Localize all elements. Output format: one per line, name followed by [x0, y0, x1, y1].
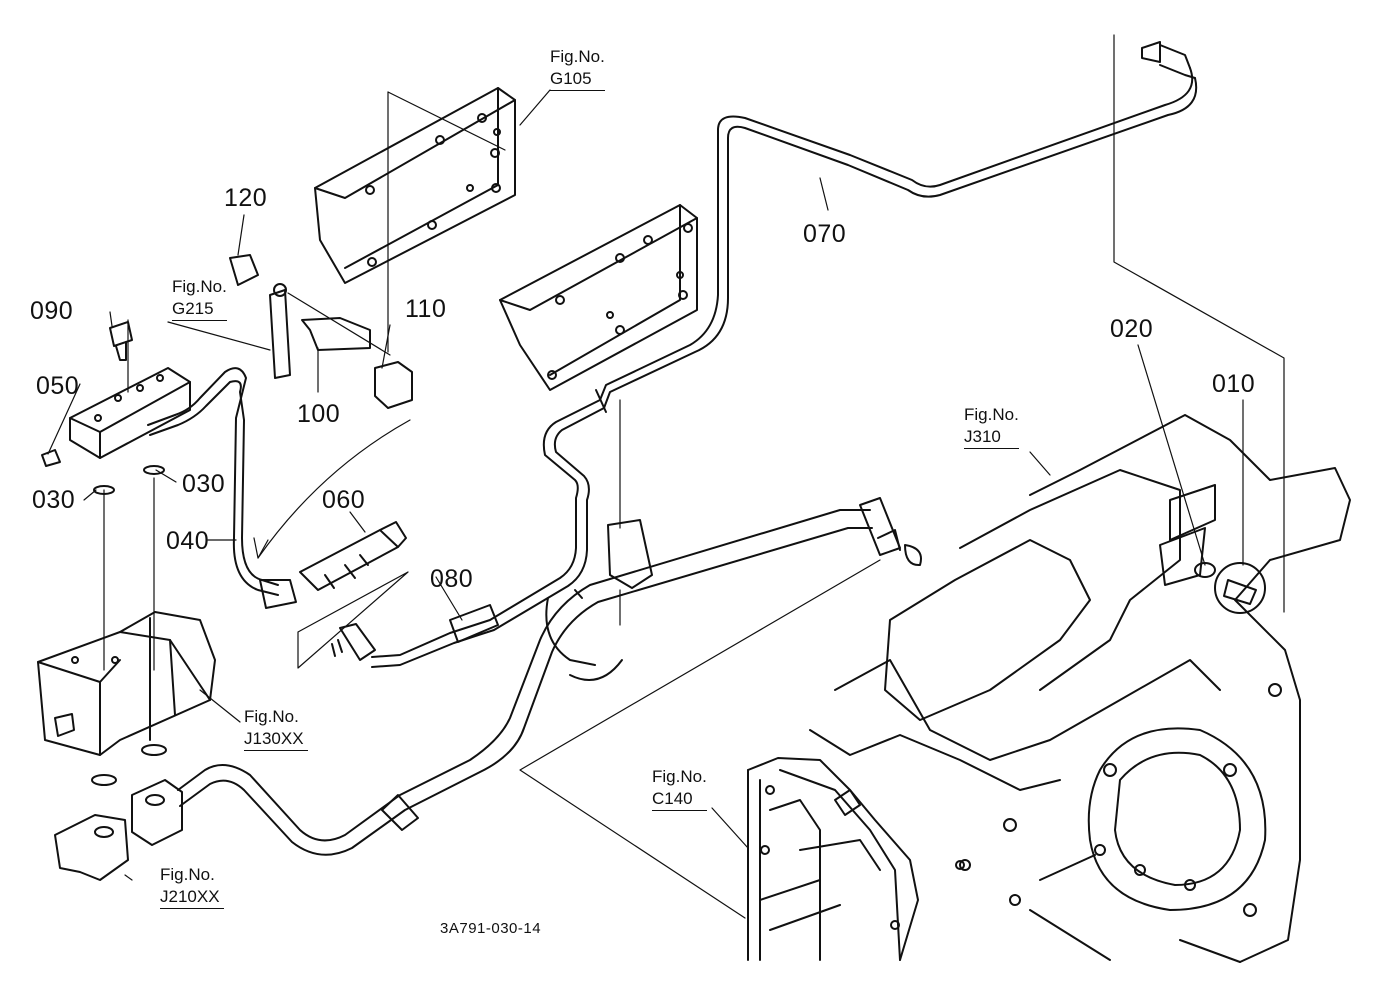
plate-lower — [499, 204, 698, 391]
fitting-j210xx — [54, 779, 183, 881]
fig-ref-j210xx: Fig.No. J210XX — [160, 864, 224, 909]
part-label-090: 090 — [30, 297, 74, 325]
part-label-100: 100 — [297, 400, 341, 428]
block-090 — [41, 321, 191, 495]
fitting-060 — [299, 521, 407, 591]
part-label-070: 070 — [803, 220, 847, 248]
fig-ref-j210xx-code: J210XX — [160, 886, 224, 909]
part-label-110: 110 — [405, 295, 447, 323]
part-label-060: 060 — [322, 486, 366, 514]
hose-080 — [331, 604, 499, 661]
small-bracket — [545, 519, 653, 681]
fig-ref-j130xx-head: Fig.No. — [244, 707, 299, 726]
fig-ref-g215: Fig.No. G215 — [172, 276, 227, 321]
pipe-040 — [147, 367, 297, 609]
fig-ref-j130xx: Fig.No. J130XX — [244, 706, 308, 751]
part-label-030-right: 030 — [182, 470, 226, 498]
fig-ref-j210xx-head: Fig.No. — [160, 865, 215, 884]
part-label-080: 080 — [430, 565, 474, 593]
fig-ref-j310-code: J310 — [964, 426, 1019, 449]
fig-ref-g105-head: Fig.No. — [550, 47, 605, 66]
transmission-housing — [809, 414, 1351, 963]
part-label-040: 040 — [166, 527, 210, 555]
fig-ref-j130xx-code: J130XX — [244, 728, 308, 751]
fig-ref-g215-code: G215 — [172, 298, 227, 321]
return-pipe — [177, 497, 922, 856]
fig-ref-c140-code: C140 — [652, 788, 707, 811]
fig-ref-c140-head: Fig.No. — [652, 767, 707, 786]
part-label-050: 050 — [36, 372, 80, 400]
part-label-020: 020 — [1110, 315, 1154, 343]
fig-ref-g105: Fig.No. G105 — [550, 46, 605, 91]
pump-j130xx — [37, 611, 216, 786]
fig-ref-g215-head: Fig.No. — [172, 277, 227, 296]
fig-ref-j310-head: Fig.No. — [964, 405, 1019, 424]
fig-ref-j310: Fig.No. J310 — [964, 404, 1019, 449]
fig-leaders — [47, 89, 1244, 881]
drawing-code: 3A791-030-14 — [440, 920, 542, 937]
plate-g105 — [314, 87, 516, 284]
bracket-100 — [229, 254, 413, 409]
part-label-030-left: 030 — [32, 486, 76, 514]
fig-ref-g105-code: G105 — [550, 68, 605, 91]
fig-ref-c140: Fig.No. C140 — [652, 766, 707, 811]
pipe-070 — [371, 41, 1198, 668]
front-housing-c140 — [747, 757, 965, 961]
part-label-120: 120 — [224, 184, 268, 212]
part-label-010: 010 — [1212, 370, 1256, 398]
leader-lines — [103, 34, 1285, 919]
